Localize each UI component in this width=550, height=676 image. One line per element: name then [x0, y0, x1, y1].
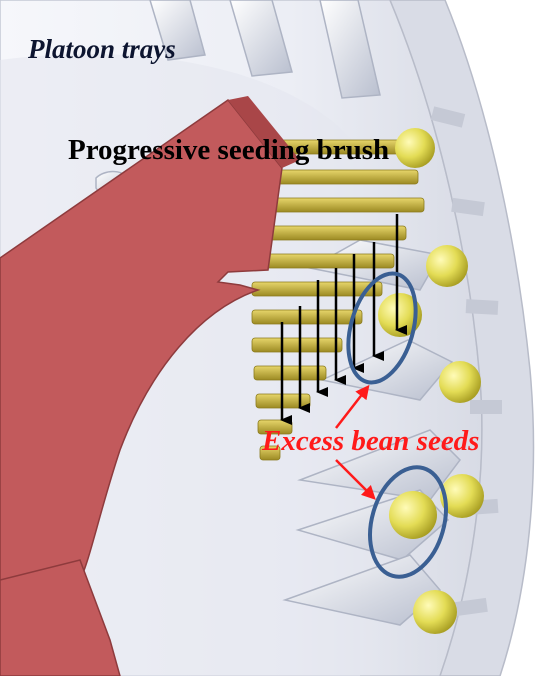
bean-seed [389, 491, 437, 539]
brush-lower-block [0, 559, 121, 676]
bean-seed [413, 590, 457, 634]
tray-slot [319, 0, 381, 99]
bristle [257, 197, 425, 213]
bean-seed [440, 474, 484, 518]
bean-seed [439, 361, 481, 403]
tray-slot [149, 0, 206, 61]
excess-seed-highlight [368, 465, 448, 579]
bristle [255, 225, 407, 241]
brush-top-face [228, 96, 300, 168]
bristle [259, 445, 281, 461]
callout-arrows [335, 384, 376, 500]
tray-slot [229, 0, 293, 77]
callout-arrow [335, 384, 370, 429]
seeding-brush-body [0, 98, 283, 641]
bristle [259, 169, 419, 185]
bristle [251, 337, 343, 353]
bristle [253, 365, 327, 381]
bean-seeds [378, 128, 484, 634]
seeding-brush-label: Progressive seeding brush [68, 134, 390, 166]
bean-seed [395, 128, 435, 168]
bristle [251, 309, 363, 325]
brush-bristles [251, 139, 425, 461]
platoon-trays-label: Platoon trays [28, 34, 176, 64]
bean-seed [378, 293, 422, 337]
bean-seed [426, 245, 468, 287]
excess-seed-highlight [346, 271, 418, 385]
excess-seeds-label: Excess bean seeds [262, 425, 480, 457]
tray-slot [297, 429, 461, 501]
tray-slot [282, 554, 442, 626]
callout-arrow [335, 459, 376, 500]
